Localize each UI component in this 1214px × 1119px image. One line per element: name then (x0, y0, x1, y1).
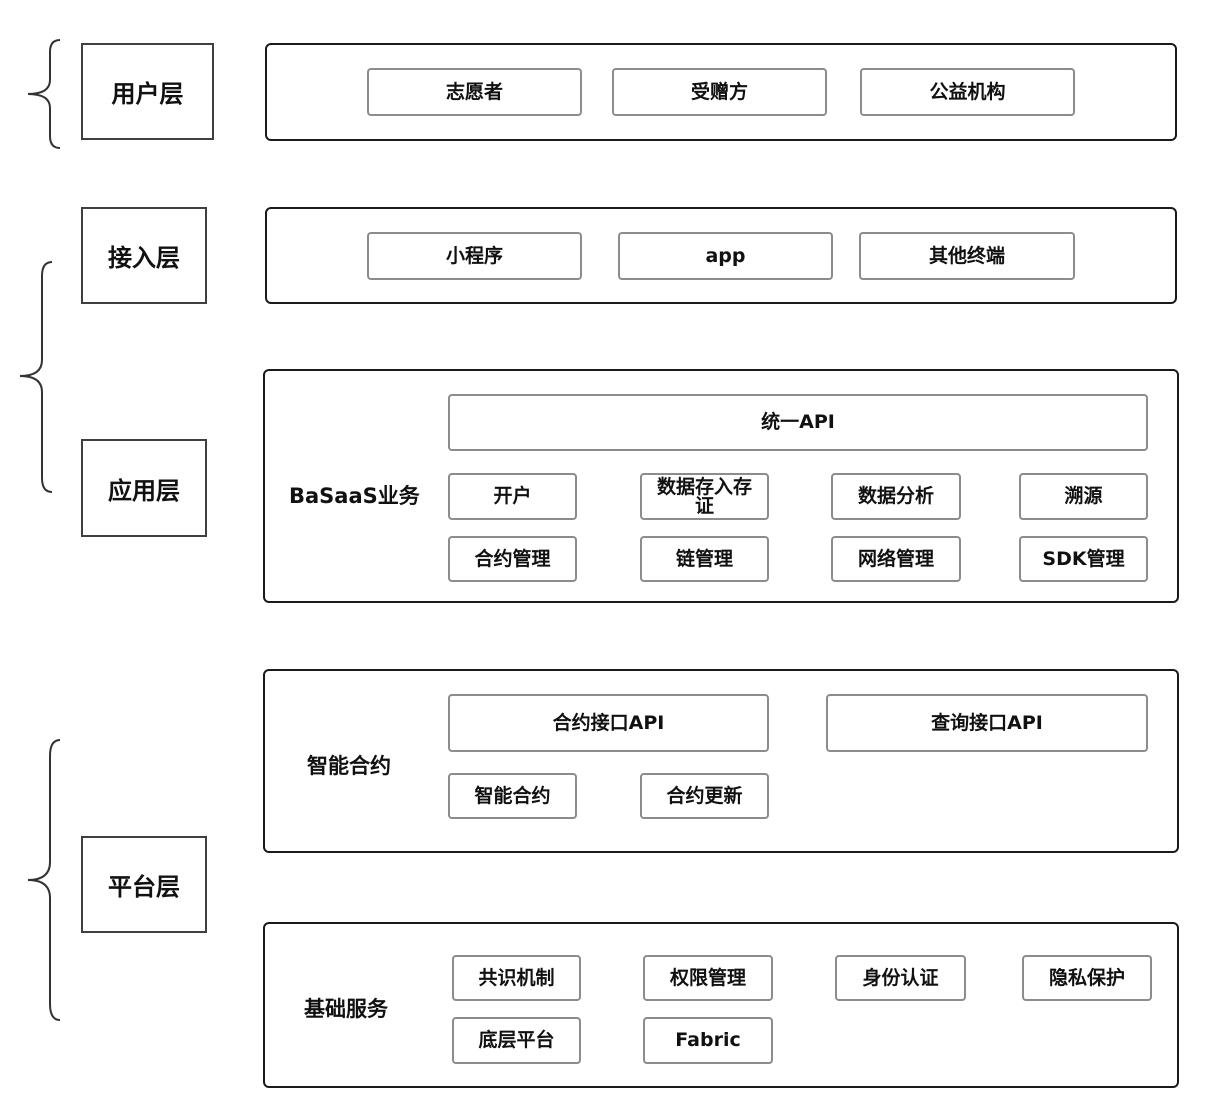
user-item-charity: 公益机构 (860, 68, 1075, 116)
contract-interface-api: 合约接口API (448, 694, 769, 752)
user-item-recipient: 受赠方 (612, 68, 827, 116)
user-layer-brace (27, 39, 61, 149)
access-item-other-terminals: 其他终端 (859, 232, 1075, 280)
app-item-data-analysis: 数据分析 (831, 473, 961, 520)
app-item-data-notarization: 数据存入存证 (640, 473, 769, 520)
app-item-network-mgmt: 网络管理 (831, 536, 961, 582)
unified-api: 统一API (448, 394, 1148, 451)
app-item-chain-mgmt: 链管理 (640, 536, 769, 582)
platform-layer-brace (27, 739, 61, 1021)
base-item-privacy: 隐私保护 (1022, 955, 1152, 1001)
base-item-consensus: 共识机制 (452, 955, 581, 1001)
contract-update-item: 合约更新 (640, 773, 769, 819)
access-application-brace (19, 261, 53, 493)
query-interface-api: 查询接口API (826, 694, 1148, 752)
app-item-contract-mgmt: 合约管理 (448, 536, 577, 582)
base-item-base-platform: 底层平台 (452, 1017, 581, 1064)
base-item-identity: 身份认证 (835, 955, 966, 1001)
user-layer-label: 用户层 (81, 43, 214, 140)
smart-contract-item: 智能合约 (448, 773, 577, 819)
access-layer-label: 接入层 (81, 207, 207, 304)
basaas-title: BaSaaS业务 (289, 484, 420, 508)
base-services-title: 基础服务 (304, 997, 388, 1021)
access-item-miniprogram: 小程序 (367, 232, 582, 280)
application-layer-label: 应用层 (81, 439, 207, 537)
app-item-traceability: 溯源 (1019, 473, 1148, 520)
base-item-fabric: Fabric (643, 1017, 773, 1064)
user-item-volunteer: 志愿者 (367, 68, 582, 116)
base-item-permission: 权限管理 (643, 955, 773, 1001)
platform-layer-label: 平台层 (81, 836, 207, 933)
app-item-sdk-mgmt: SDK管理 (1019, 536, 1148, 582)
access-item-app: app (618, 232, 833, 280)
smart-contract-title: 智能合约 (307, 754, 391, 778)
app-item-account: 开户 (448, 473, 577, 520)
